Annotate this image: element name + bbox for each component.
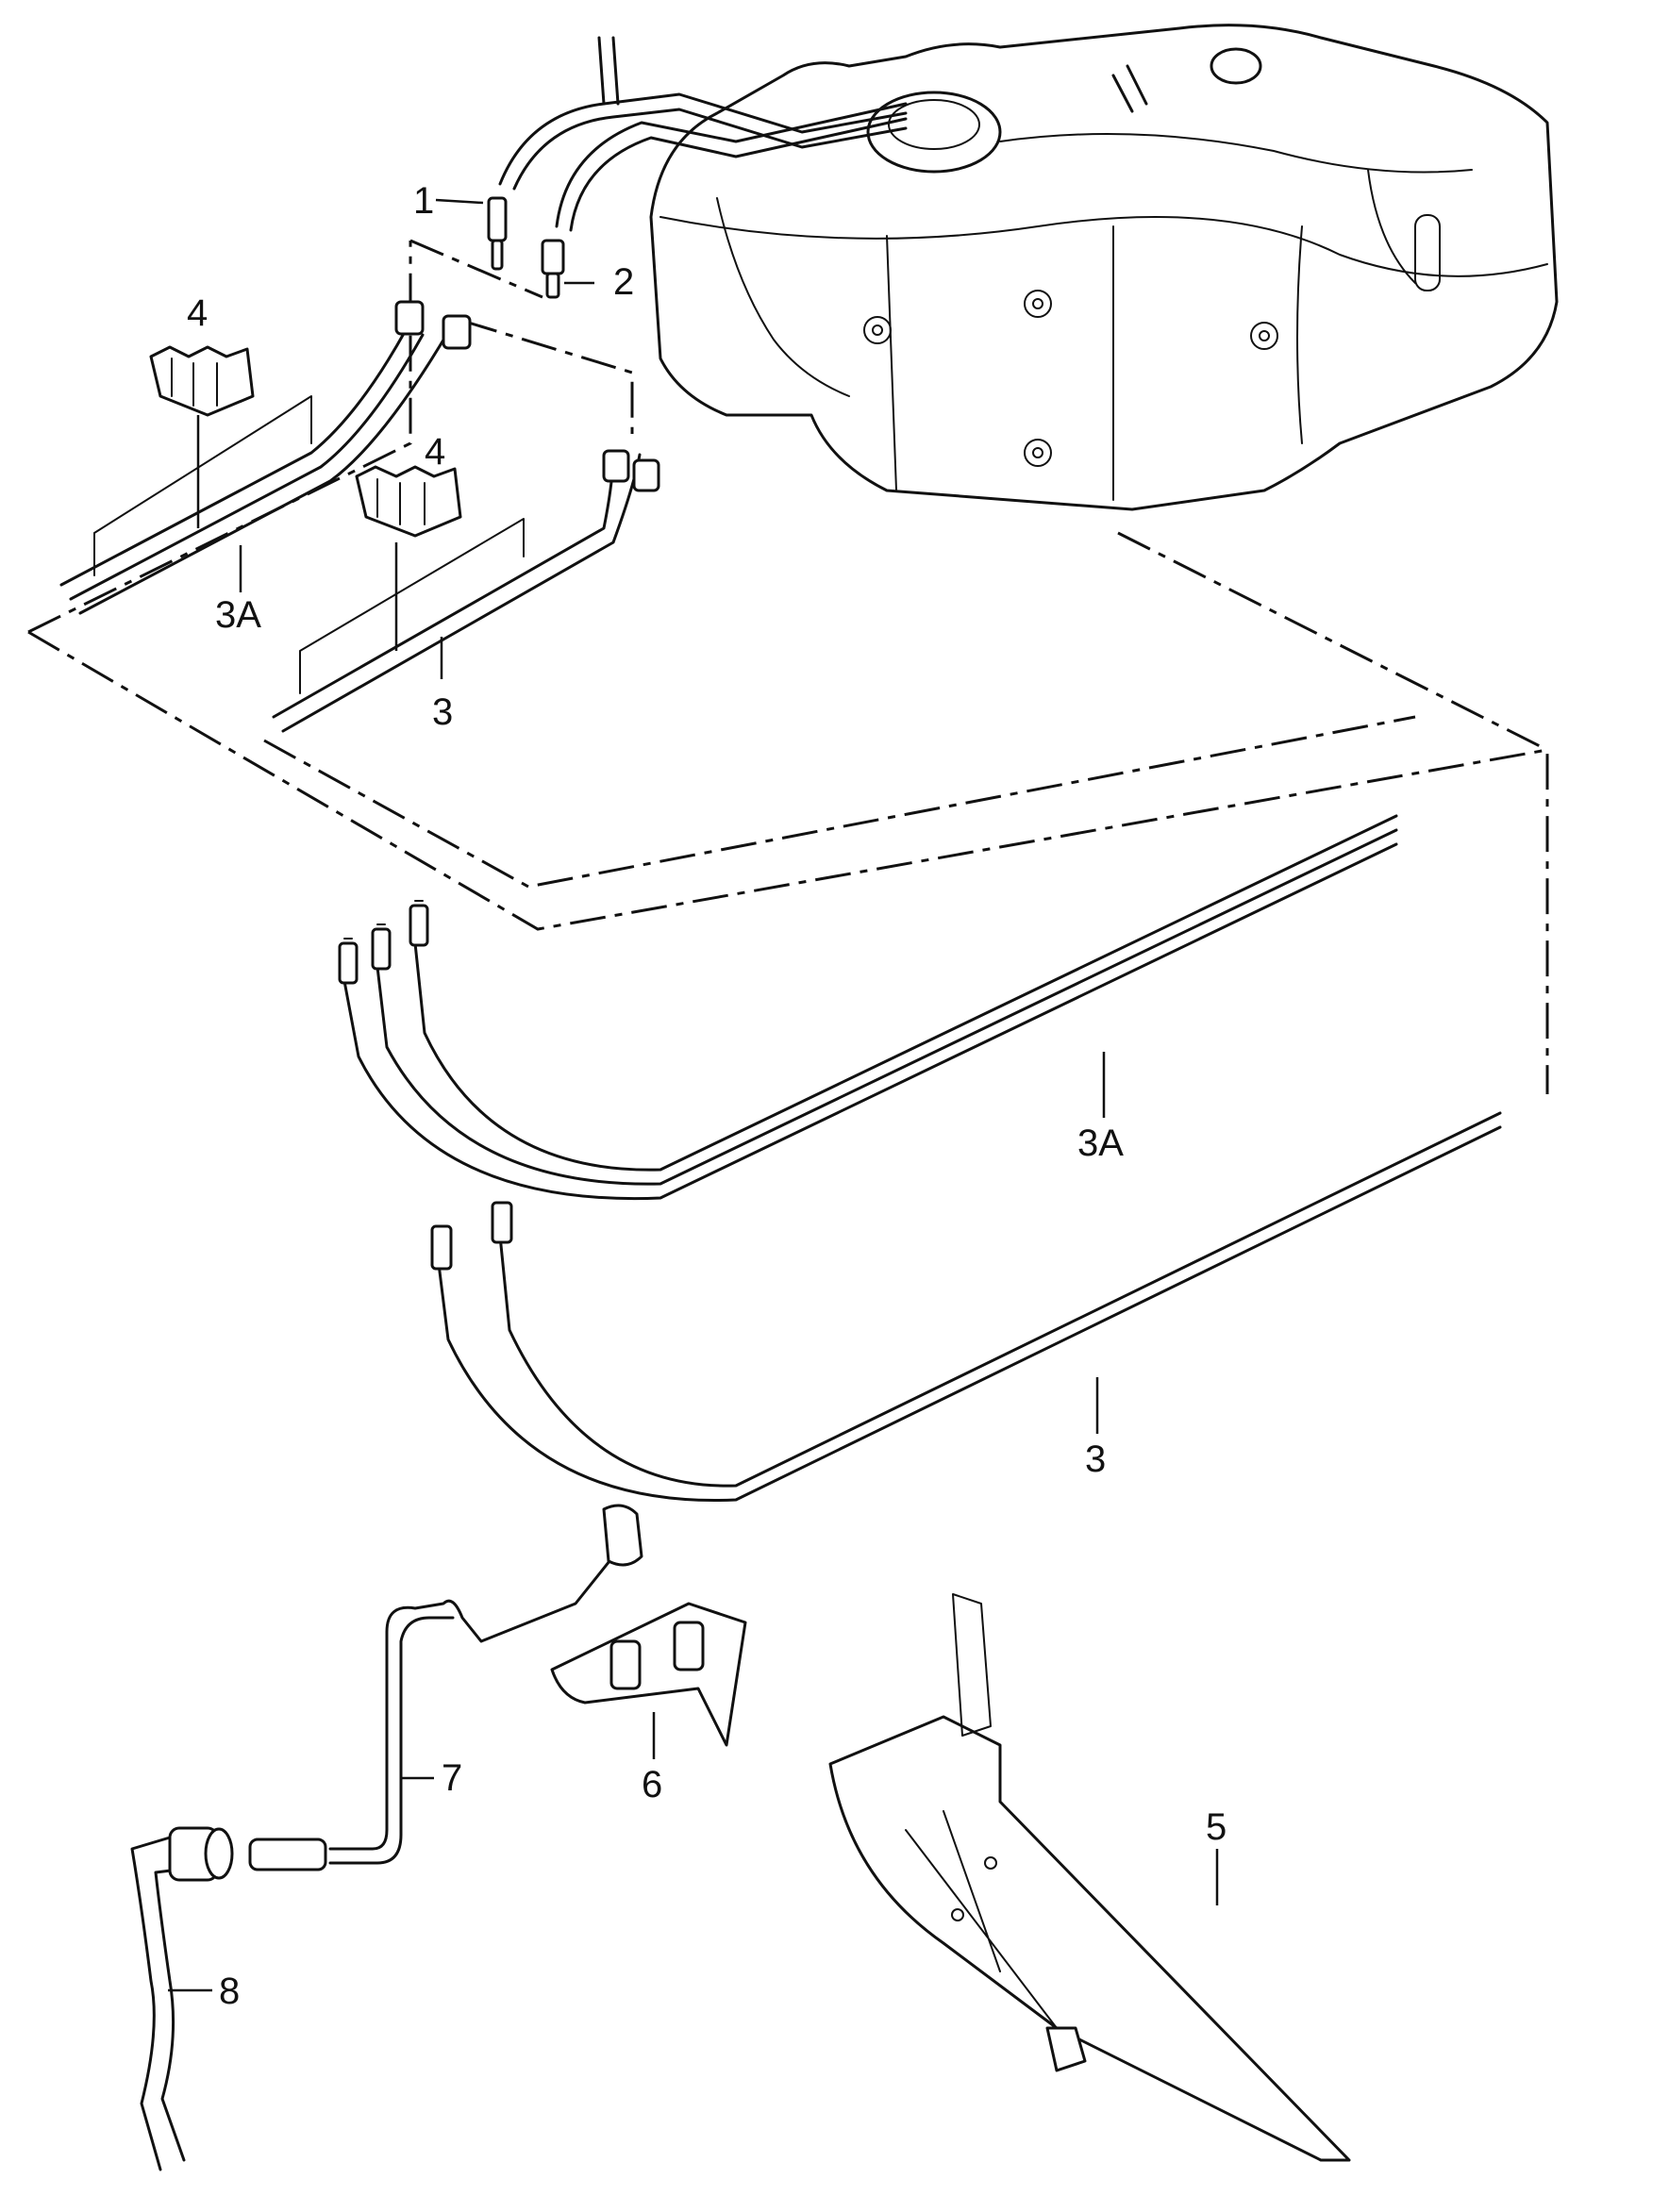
hose-8 [130, 1826, 234, 2171]
callout-5: 5 [1206, 1806, 1227, 1848]
leader-lines [168, 198, 1219, 1992]
callout-1: 1 [413, 180, 434, 222]
callout-3-top: 3 [432, 691, 453, 733]
fuel-tank [649, 24, 1559, 511]
callout-2: 2 [613, 261, 634, 303]
callout-3-main: 3 [1085, 1439, 1106, 1480]
callout-7: 7 [442, 1757, 462, 1799]
callout-3a-top: 3A [215, 594, 261, 636]
line-set-3-top [272, 449, 660, 733]
connector-1 [487, 196, 508, 271]
clip-4-right [355, 465, 462, 538]
callout-4-left: 4 [187, 292, 208, 334]
line-set-3a-top [59, 300, 472, 615]
shield-5 [828, 1593, 1351, 2162]
callout-8: 8 [219, 1971, 240, 2012]
line-set-3-main [430, 1111, 1502, 1503]
line-set-3a-main [338, 814, 1398, 1201]
callout-6: 6 [642, 1764, 662, 1805]
vent-line-7 [248, 1504, 643, 1871]
tank-supply-lines [498, 36, 908, 232]
callout-4-right: 4 [425, 431, 445, 473]
callout-3a-main: 3A [1077, 1123, 1124, 1164]
bracket-6 [550, 1602, 747, 1747]
clip-4-left [149, 345, 255, 417]
connector-2 [541, 239, 565, 299]
